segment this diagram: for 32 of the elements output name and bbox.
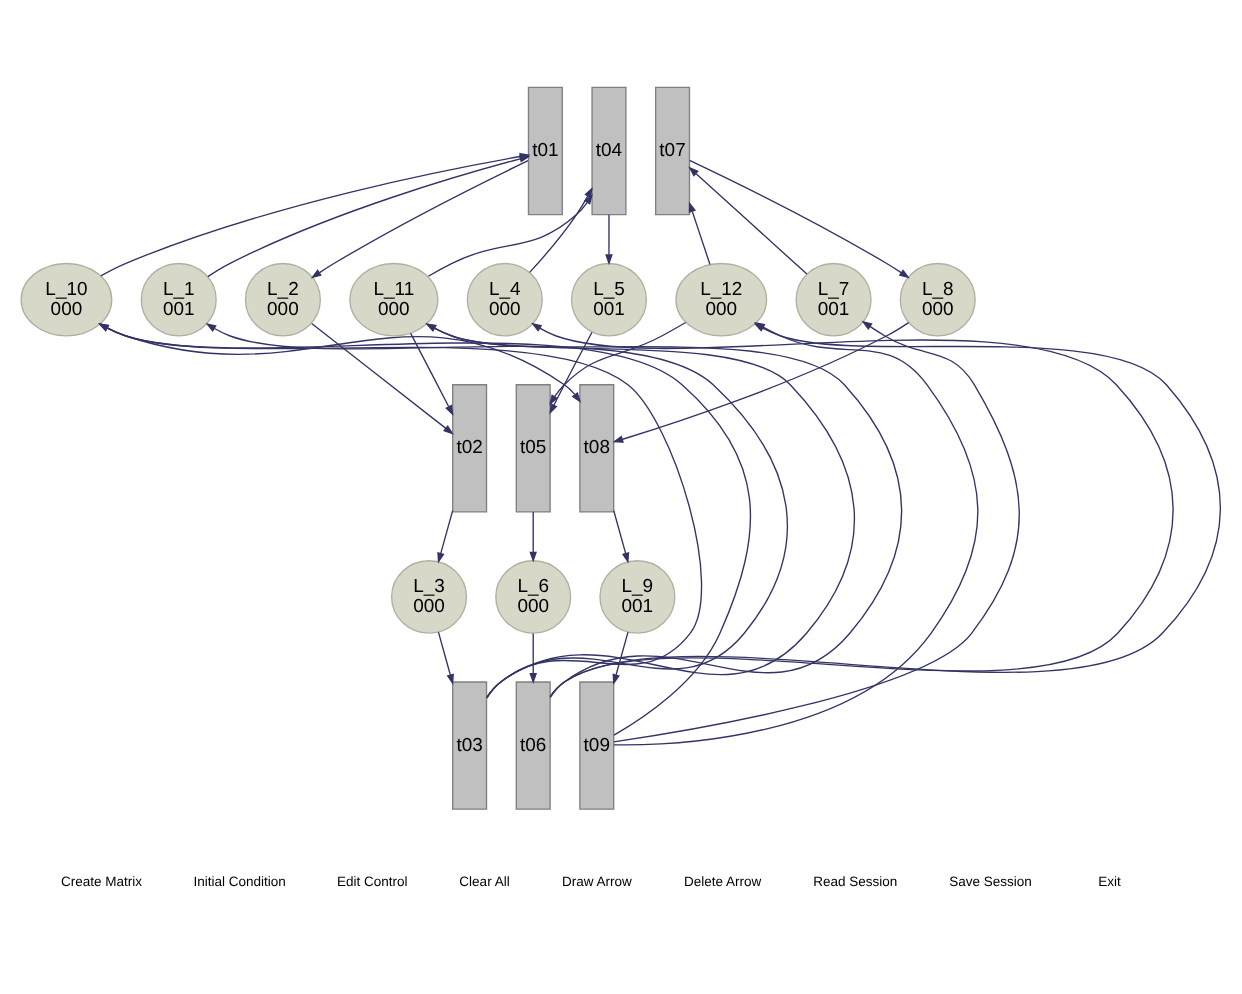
- node-circle: L_3 000: [390, 560, 468, 634]
- arrow: [207, 155, 531, 278]
- arrow: [99, 323, 582, 403]
- arrow: [613, 510, 630, 564]
- node-box: t02: [452, 384, 488, 513]
- node-box: t08: [579, 384, 615, 513]
- node-box: t09: [579, 681, 615, 810]
- node-box: t07: [654, 86, 691, 216]
- node-box: t01: [527, 86, 563, 216]
- node-box: t06: [515, 681, 551, 810]
- arrow: [311, 322, 454, 435]
- node-box: t04: [591, 86, 627, 216]
- arrow: [549, 331, 593, 415]
- arrow: [549, 321, 687, 406]
- arrow: [410, 332, 454, 416]
- node-box: t05: [515, 384, 551, 513]
- arrow: [529, 511, 537, 563]
- arrow: [612, 631, 629, 686]
- arrow: [688, 166, 808, 275]
- arrow: [310, 159, 529, 279]
- arrow: [98, 323, 752, 736]
- arrow: [688, 201, 711, 266]
- arrow: [529, 632, 537, 684]
- node-circle: L_6 000: [495, 560, 572, 634]
- arrow: [688, 159, 910, 279]
- node-box: t03: [452, 681, 488, 810]
- node-circle: L_9 001: [599, 560, 676, 634]
- arrow: [605, 214, 613, 266]
- arrow: [437, 510, 454, 564]
- node-circle: L_5 001: [570, 262, 648, 337]
- arrow: [437, 631, 454, 686]
- arrow: [98, 323, 703, 699]
